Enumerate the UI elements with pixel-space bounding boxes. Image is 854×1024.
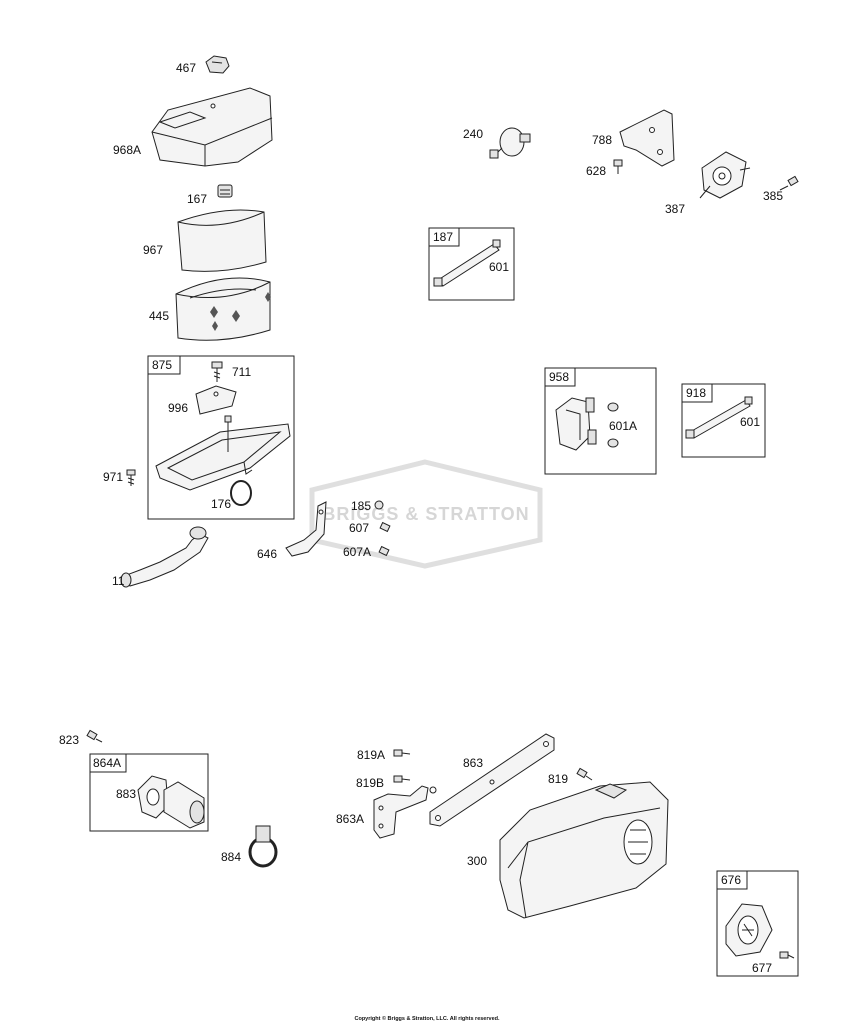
part-971-screw — [126, 469, 136, 486]
part-240-fuel-filter — [489, 127, 531, 159]
box-864A-label: 864A — [93, 756, 121, 770]
part-967-precleaner — [177, 209, 267, 272]
callout-11: 11 — [112, 574, 125, 588]
callout-167: 167 — [187, 192, 207, 206]
callout-819A: 819A — [357, 748, 385, 762]
callout-823: 823 — [59, 733, 79, 747]
callout-996: 996 — [168, 401, 188, 415]
callout-387: 387 — [665, 202, 685, 216]
part-628-screw — [613, 159, 623, 174]
part-467-knob — [205, 55, 230, 74]
box-958-label: 958 — [549, 370, 569, 384]
part-863A-bracket — [373, 785, 437, 839]
part-711-screw — [211, 361, 223, 382]
part-864A-pipe — [163, 781, 205, 829]
box-958 — [544, 367, 657, 475]
part-601A-clamps — [607, 402, 619, 448]
box-676-label: 676 — [721, 873, 741, 887]
part-646-bracket — [285, 501, 327, 557]
callout-863A: 863A — [336, 812, 364, 826]
callout-240: 240 — [463, 127, 483, 141]
box-875-label: 875 — [152, 358, 172, 372]
callout-601-b: 601 — [740, 415, 760, 429]
box-918-label: 918 — [686, 386, 706, 400]
callout-863: 863 — [463, 756, 483, 770]
part-958-shutoff-valve — [555, 397, 597, 451]
part-676-spark-arrestor — [725, 903, 773, 957]
part-387-fuel-pump — [699, 151, 751, 199]
callout-607A: 607A — [343, 545, 371, 559]
part-819-screw — [576, 767, 593, 781]
part-176-oring — [230, 480, 252, 506]
part-677-screw — [779, 951, 795, 959]
box-676 — [716, 870, 799, 977]
part-884-clamp — [248, 825, 278, 868]
callout-185: 185 — [351, 499, 371, 513]
part-819B-screw — [393, 775, 411, 783]
part-863-bracket — [429, 733, 555, 827]
part-819A-screw — [393, 749, 411, 757]
part-788-bracket — [619, 109, 675, 167]
box-187 — [428, 227, 515, 301]
copyright-text: Copyright © Briggs & Stratton, LLC. All … — [354, 1015, 500, 1022]
callout-819B: 819B — [356, 776, 384, 790]
box-187-label: 187 — [433, 230, 453, 244]
box-918 — [681, 383, 766, 458]
part-823-screw — [86, 729, 103, 743]
callout-385: 385 — [763, 189, 783, 203]
callout-967: 967 — [143, 243, 163, 257]
part-300-muffler — [499, 781, 669, 919]
part-601-hose-2 — [685, 396, 753, 439]
part-601-hose — [433, 239, 501, 287]
part-385-screw — [779, 175, 799, 191]
part-185-nut — [374, 500, 384, 510]
callout-788: 788 — [592, 133, 612, 147]
part-875-base — [155, 415, 291, 491]
callout-883: 883 — [116, 787, 136, 801]
callout-711: 711 — [232, 365, 251, 379]
part-11-breather-tube — [120, 526, 209, 588]
callout-467: 467 — [176, 61, 196, 75]
part-996-bracket — [195, 385, 237, 415]
callout-445: 445 — [149, 309, 169, 323]
callout-968A: 968A — [113, 143, 141, 157]
part-968A-cover — [151, 87, 273, 167]
part-607-screw — [379, 521, 391, 533]
callout-601-a: 601 — [489, 260, 509, 274]
callout-601A: 601A — [609, 419, 637, 433]
watermark-text: BRIGGS & STRATTON — [322, 504, 529, 524]
brand-watermark: BRIGGS & STRATTON — [309, 459, 543, 569]
box-864A — [89, 753, 209, 832]
box-875 — [147, 355, 295, 520]
callout-628: 628 — [586, 164, 606, 178]
callout-607: 607 — [349, 521, 369, 535]
part-883-gasket — [137, 775, 169, 819]
callout-646: 646 — [257, 547, 277, 561]
callout-884: 884 — [221, 850, 241, 864]
callout-819: 819 — [548, 772, 568, 786]
callout-677: 677 — [752, 961, 772, 975]
callout-176: 176 — [211, 497, 231, 511]
part-167-nut — [217, 184, 233, 198]
callout-971: 971 — [103, 470, 123, 484]
callout-300: 300 — [467, 854, 487, 868]
part-607A-screw — [378, 545, 390, 557]
part-445-filter — [175, 277, 271, 341]
